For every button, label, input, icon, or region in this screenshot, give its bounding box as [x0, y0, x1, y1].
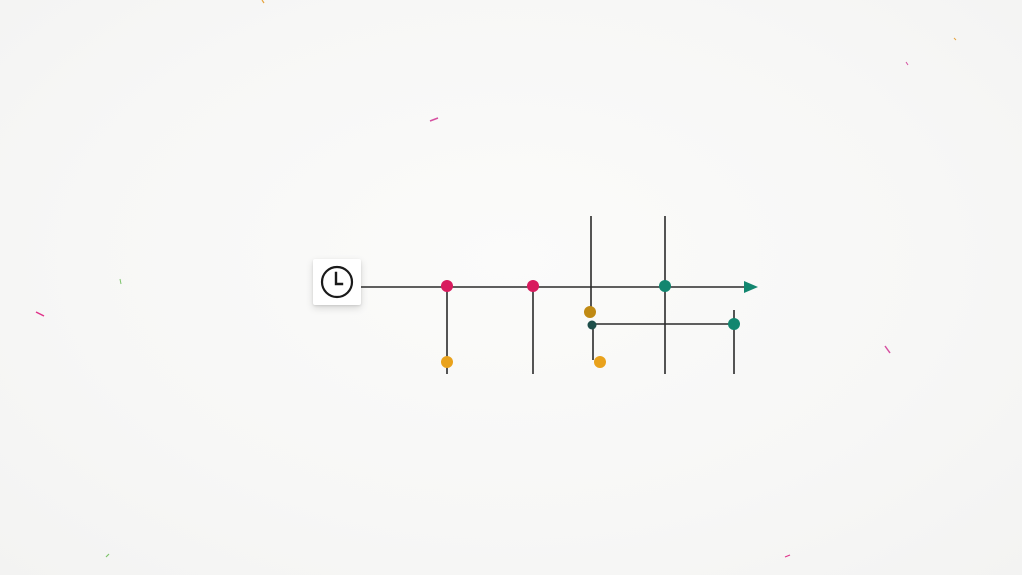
branch-3-upper-node: [584, 306, 596, 318]
main-node-1: [441, 280, 453, 292]
confetti-speck: [429, 117, 439, 122]
branch-3-end-node: [594, 356, 606, 368]
confetti-speck: [35, 311, 45, 317]
branch-1-end-node: [441, 356, 453, 368]
confetti-speck: [884, 345, 891, 354]
confetti-speck: [953, 37, 957, 41]
clock-start-tile: [313, 259, 361, 305]
confetti-speck: [905, 61, 909, 66]
confetti-speck: [784, 554, 791, 558]
confetti: [35, 0, 957, 558]
confetti-speck: [105, 553, 110, 558]
confetti-speck: [261, 0, 265, 4]
main-node-3: [659, 280, 671, 292]
main-node-2: [527, 280, 539, 292]
confetti-speck: [119, 278, 122, 285]
clock-icon: [320, 265, 354, 299]
sub-line-start-node: [587, 320, 597, 330]
sub-line-end-node: [728, 318, 740, 330]
arrow-head-icon: [744, 281, 758, 293]
